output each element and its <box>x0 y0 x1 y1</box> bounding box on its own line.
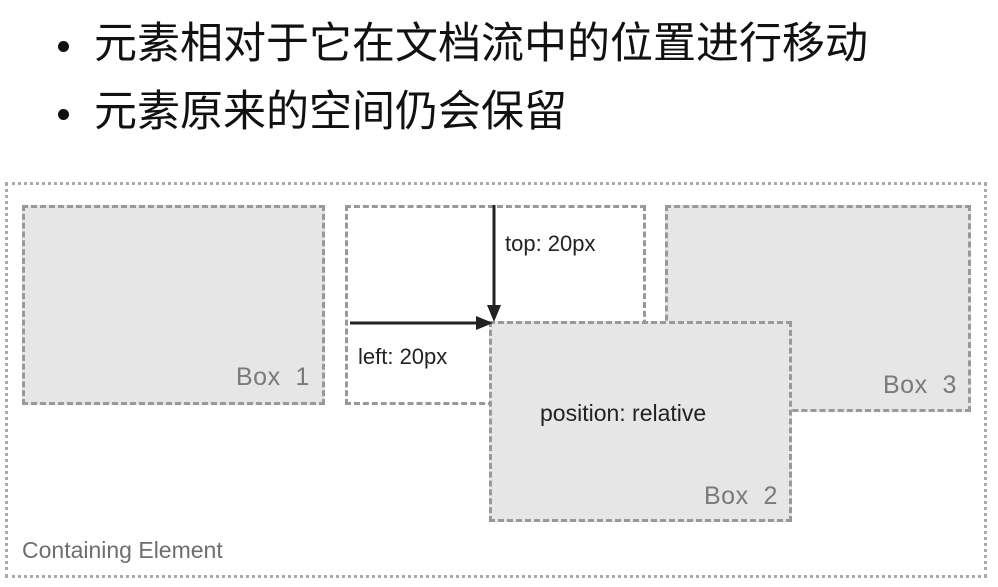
box-2-label: Box 2 <box>704 482 778 510</box>
containing-element-label: Containing Element <box>22 537 223 563</box>
top-offset-annotation: top: 20px <box>505 231 596 256</box>
box-2-position-text: position: relative <box>540 400 707 426</box>
box-2 <box>489 321 792 522</box>
bullet-list: 元素相对于它在文档流中的位置进行移动 元素原来的空间仍会保留 <box>52 10 868 146</box>
left-offset-annotation: left: 20px <box>358 344 448 369</box>
box-3-label: Box 3 <box>883 371 957 399</box>
containing-element-box <box>5 182 987 578</box>
box-1-label: Box 1 <box>236 363 310 391</box>
bullet-text: 元素原来的空间仍会保留 <box>94 87 567 137</box>
bullet-dot-icon <box>58 41 69 52</box>
bullet-dot-icon <box>58 109 69 120</box>
bullet-item: 元素原来的空间仍会保留 <box>52 78 868 146</box>
bullet-item: 元素相对于它在文档流中的位置进行移动 <box>52 10 868 78</box>
bullet-text: 元素相对于它在文档流中的位置进行移动 <box>94 19 868 69</box>
box-1 <box>22 205 325 405</box>
